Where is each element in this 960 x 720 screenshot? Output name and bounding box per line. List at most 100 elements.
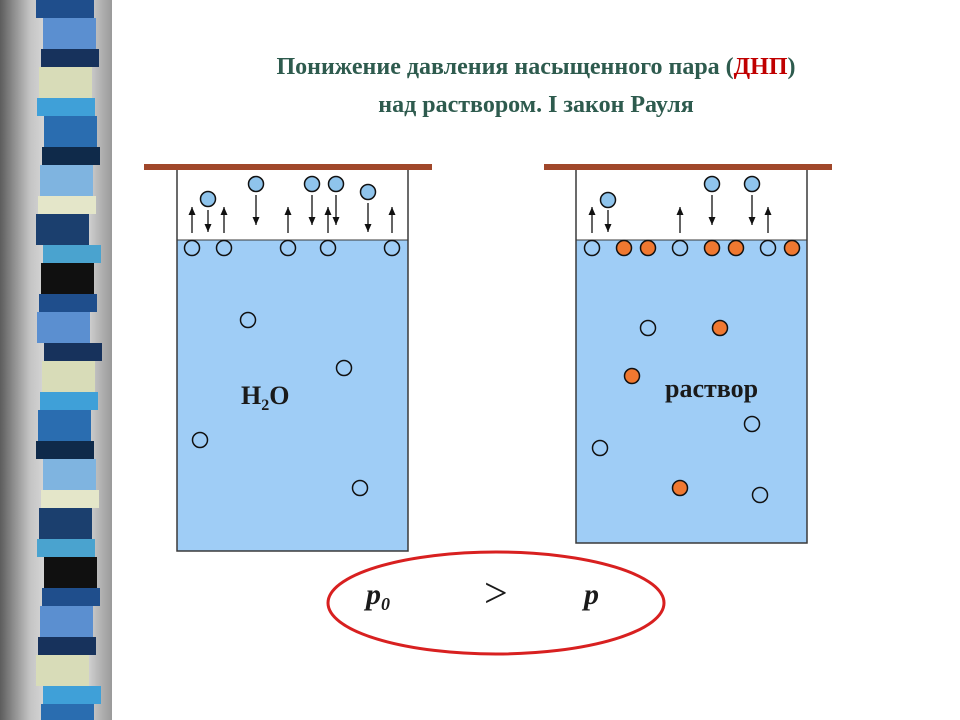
solvent-molecule	[351, 479, 369, 497]
solvent-molecule	[215, 239, 233, 257]
solvent-molecule	[319, 239, 337, 257]
vapor-arrow-head	[764, 207, 772, 215]
p0-symbol: p	[366, 578, 381, 611]
solvent-molecule	[751, 486, 769, 504]
solution-vessel	[544, 164, 832, 544]
solute-molecule	[727, 239, 745, 257]
vapor-molecule	[199, 190, 217, 208]
stripe-tile	[39, 294, 97, 312]
stripe-tile	[44, 557, 97, 588]
vapor-arrow-head	[308, 217, 316, 225]
water-vapor-arrows	[188, 195, 396, 233]
solvent-molecule	[183, 239, 201, 257]
vapor-arrow-head	[188, 207, 196, 215]
stripe-tile	[43, 686, 101, 704]
solution-pressure-p: p	[584, 578, 599, 611]
stripe-tile	[37, 539, 95, 557]
vapor-arrow-head	[676, 207, 684, 215]
stripe-tile	[36, 655, 89, 686]
vapor-molecule	[247, 175, 265, 193]
stripe-tile	[41, 49, 99, 67]
vapor-molecule	[743, 175, 761, 193]
vapor-arrow-head	[604, 224, 612, 232]
p0-subscript: 0	[381, 594, 390, 614]
water-formula-subscript: 2	[261, 397, 270, 414]
water-formula-o: O	[269, 381, 290, 410]
solvent-molecule	[279, 239, 297, 257]
vapor-arrow-head	[324, 207, 332, 215]
pure-solvent-pressure-p0: p0	[366, 578, 390, 615]
stripe-tile	[37, 98, 95, 116]
stripe-tile	[39, 67, 92, 98]
solution-vessel-walls	[575, 168, 808, 544]
stripe-tile	[37, 312, 90, 343]
pressure-comparison-ellipse	[326, 550, 666, 656]
solute-molecule	[711, 319, 729, 337]
stripe-tile	[43, 245, 101, 263]
stripe-tile	[44, 343, 102, 361]
solute-molecule	[615, 239, 633, 257]
stripe-tile	[40, 606, 93, 637]
vapor-arrow-head	[204, 224, 212, 232]
vapor-molecule	[303, 175, 321, 193]
solvent-molecule	[591, 439, 609, 457]
stripe-tile	[40, 392, 98, 410]
vapor-arrow-head	[748, 217, 756, 225]
solution-label: раствор	[665, 374, 759, 403]
vapor-molecule	[359, 183, 377, 201]
stripe-tile	[44, 116, 97, 147]
title-text-start: Понижение давления насыщенного пара (	[276, 54, 734, 80]
solvent-molecule	[671, 239, 689, 257]
decorative-side-stripe	[0, 0, 112, 720]
water-formula-label: H2O	[241, 381, 289, 415]
solute-molecule	[671, 479, 689, 497]
vapor-arrow-head	[588, 207, 596, 215]
stripe-tiles	[36, 0, 102, 720]
stripe-tile	[38, 637, 96, 655]
stripe-tile	[40, 165, 93, 196]
stripe-tile	[41, 263, 94, 294]
solute-molecule	[703, 239, 721, 257]
stripe-tile	[41, 704, 94, 720]
water-molecules	[183, 175, 401, 497]
vapor-arrow-head	[708, 217, 716, 225]
solvent-molecule	[191, 431, 209, 449]
stripe-tile	[38, 196, 96, 214]
solution-molecules	[583, 175, 801, 504]
vapor-molecule	[599, 191, 617, 209]
solvent-molecule	[335, 359, 353, 377]
vapor-arrow-head	[284, 207, 292, 215]
solute-molecule	[623, 367, 641, 385]
solvent-molecule	[583, 239, 601, 257]
solution-vapor-arrows	[588, 195, 772, 233]
stripe-tile	[41, 490, 99, 508]
stripe-tile	[43, 459, 96, 490]
solvent-molecule	[383, 239, 401, 257]
slide-title-line-2: над раствором. I закон Рауля	[378, 92, 694, 118]
stripe-tile	[36, 214, 89, 245]
greater-than-sign: >	[484, 571, 508, 617]
vapor-molecule	[703, 175, 721, 193]
stripe-tile	[38, 410, 91, 441]
solvent-molecule	[239, 311, 257, 329]
solvent-molecule	[639, 319, 657, 337]
stripe-tile	[43, 18, 96, 49]
stripe-tile	[42, 361, 95, 392]
stripe-tile	[36, 0, 94, 18]
solute-molecule	[783, 239, 801, 257]
stripe-tile	[42, 147, 100, 165]
vapor-arrow-head	[252, 217, 260, 225]
vapor-arrow-head	[364, 224, 372, 232]
water-liquid	[177, 240, 408, 551]
vapor-molecule	[327, 175, 345, 193]
vapor-arrow-head	[220, 207, 228, 215]
vapor-arrow-head	[332, 217, 340, 225]
solute-molecule	[639, 239, 657, 257]
solvent-molecule	[759, 239, 777, 257]
vapor-arrow-head	[388, 207, 396, 215]
stripe-tile	[42, 588, 100, 606]
solvent-molecule	[743, 415, 761, 433]
stripe-tile	[39, 508, 92, 539]
water-vessel	[144, 164, 432, 552]
